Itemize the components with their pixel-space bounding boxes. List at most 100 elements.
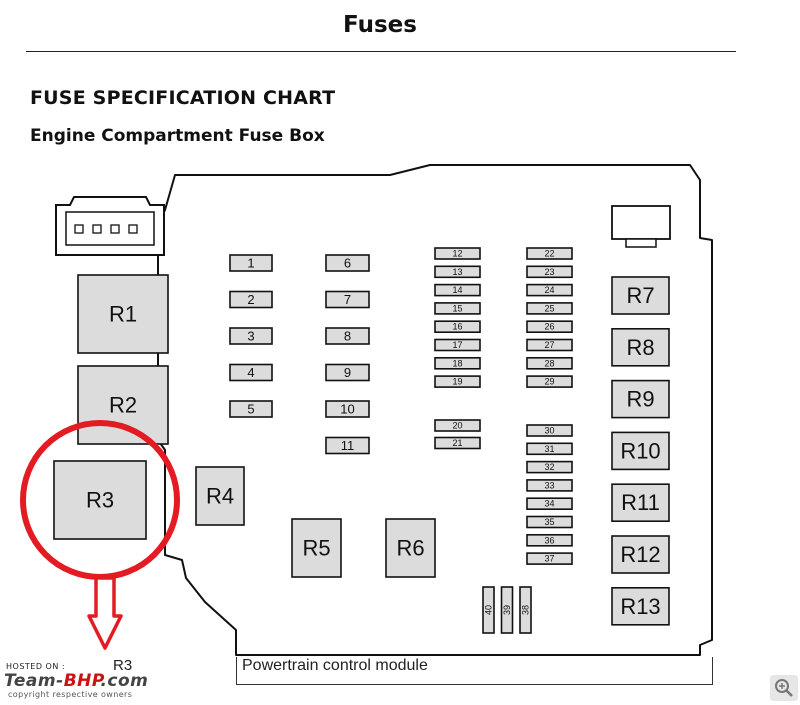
watermark-brand: Team-BHP.com — [4, 671, 148, 691]
fuse-32: 32 — [526, 460, 573, 474]
fuse-8: 8 — [325, 327, 370, 345]
fuse-4-label: 4 — [247, 365, 254, 380]
watermark: HOSTED ON : Team-BHP.com copyright respe… — [4, 662, 194, 702]
fuse-39: 39 — [500, 586, 514, 634]
fuse-6: 6 — [325, 254, 370, 272]
relay-r13: R13 — [611, 586, 670, 626]
relay-r6: R6 — [385, 518, 436, 578]
relay-r2-label: R2 — [109, 393, 137, 418]
fuse-29: 29 — [526, 375, 573, 388]
fuse-28-label: 28 — [544, 358, 554, 368]
relay-r12: R12 — [611, 535, 670, 574]
fuse-2: 2 — [229, 290, 273, 309]
fuse-29-label: 29 — [544, 377, 554, 387]
watermark-brand-c: .com — [100, 671, 149, 691]
fuse-22: 22 — [526, 247, 573, 260]
fuse-34: 34 — [526, 497, 573, 511]
fuse-22-label: 22 — [544, 249, 554, 259]
fuse-12-label: 12 — [452, 249, 462, 259]
relay-r10: R10 — [611, 431, 670, 471]
relay-r5: R5 — [291, 518, 342, 578]
caption-bracket-left — [236, 657, 237, 685]
relay-r4: R4 — [195, 466, 245, 526]
relay-r2: R2 — [77, 365, 169, 445]
relay-r7: R7 — [611, 276, 670, 315]
relay-r9: R9 — [611, 379, 670, 419]
down-arrow-icon — [87, 576, 123, 650]
connector-icon — [55, 196, 165, 256]
fuse-37: 37 — [526, 552, 573, 565]
fuse-10: 10 — [325, 400, 370, 418]
fuse-15-label: 15 — [452, 303, 462, 313]
fuse-38-label: 38 — [521, 605, 531, 615]
relay-r10-label: R10 — [620, 438, 660, 463]
relay-r11-label: R11 — [621, 490, 660, 515]
fuse-36: 36 — [526, 533, 573, 547]
relay-r8: R8 — [611, 327, 670, 367]
watermark-brand-a: Team- — [4, 671, 64, 691]
fuse-24-label: 24 — [544, 285, 554, 295]
fuse-21: 21 — [434, 436, 481, 450]
fuse-9-label: 9 — [344, 365, 351, 380]
fuse-31-label: 31 — [544, 444, 554, 454]
fuse-10-label: 10 — [340, 402, 354, 417]
fuse-30-label: 30 — [544, 426, 554, 436]
fuse-33-label: 33 — [544, 480, 554, 490]
fuse-17-label: 17 — [452, 340, 462, 350]
fuse-36-label: 36 — [544, 535, 554, 545]
relay-r9-label: R9 — [626, 387, 654, 412]
zoom-button[interactable] — [770, 675, 798, 701]
fuse-28: 28 — [526, 356, 573, 370]
fuse-26-label: 26 — [544, 322, 554, 332]
fuse-3-label: 3 — [247, 329, 254, 344]
relay-r4-label: R4 — [206, 484, 234, 509]
relay-socket-icon — [611, 205, 671, 248]
fuse-19-label: 19 — [452, 377, 462, 387]
fuse-11-label: 11 — [341, 438, 355, 453]
fuse-35: 35 — [526, 515, 573, 529]
fuse-11: 11 — [325, 436, 370, 455]
caption-label: Powertrain control module — [242, 657, 428, 674]
fuse-12: 12 — [434, 247, 481, 260]
watermark-copyright: copyright respective owners — [8, 690, 133, 699]
fuse-20: 20 — [434, 419, 481, 432]
watermark-hosted: HOSTED ON : — [6, 662, 66, 671]
fuse-31: 31 — [526, 442, 573, 456]
fuse-23-label: 23 — [544, 267, 554, 277]
fuse-19: 19 — [434, 375, 481, 388]
relay-r11: R11 — [611, 483, 670, 523]
fuse-16-label: 16 — [452, 322, 462, 332]
fuse-21-label: 21 — [452, 438, 462, 448]
relay-r1: R1 — [77, 274, 169, 354]
fuse-4: 4 — [229, 363, 273, 382]
fuse-13-label: 13 — [452, 267, 462, 277]
fuse-5: 5 — [229, 400, 273, 418]
fuse-1-label: 1 — [247, 256, 254, 271]
fuse-27-label: 27 — [544, 340, 554, 350]
fuse-17: 17 — [434, 338, 481, 352]
fuse-33: 33 — [526, 479, 573, 492]
fuse-34-label: 34 — [544, 499, 554, 509]
fuse-3: 3 — [229, 327, 273, 345]
fuse-5-label: 5 — [247, 402, 254, 417]
fuse-30: 30 — [526, 424, 573, 437]
relay-r3-label: R3 — [86, 488, 114, 513]
fuse-1: 1 — [229, 254, 273, 272]
chart-heading: FUSE SPECIFICATION CHART — [30, 87, 336, 109]
zoom-in-icon[interactable] — [770, 675, 798, 701]
page-title: Fuses — [343, 12, 417, 38]
fuse-37-label: 37 — [544, 554, 554, 564]
fuse-13: 13 — [434, 265, 481, 279]
relay-r7-label: R7 — [626, 283, 654, 308]
fuse-32-label: 32 — [544, 462, 554, 472]
fuse-6-label: 6 — [344, 256, 351, 271]
fuse-24: 24 — [526, 283, 573, 297]
fuse-35-label: 35 — [544, 517, 554, 527]
fuse-25-label: 25 — [544, 303, 554, 313]
relay-r12-label: R12 — [620, 542, 660, 567]
fuse-40-label: 40 — [484, 605, 494, 615]
fuse-15: 15 — [434, 302, 481, 315]
fuse-9: 9 — [325, 363, 370, 382]
chart-subheading: Engine Compartment Fuse Box — [30, 126, 325, 146]
fuse-40: 40 — [482, 586, 495, 634]
